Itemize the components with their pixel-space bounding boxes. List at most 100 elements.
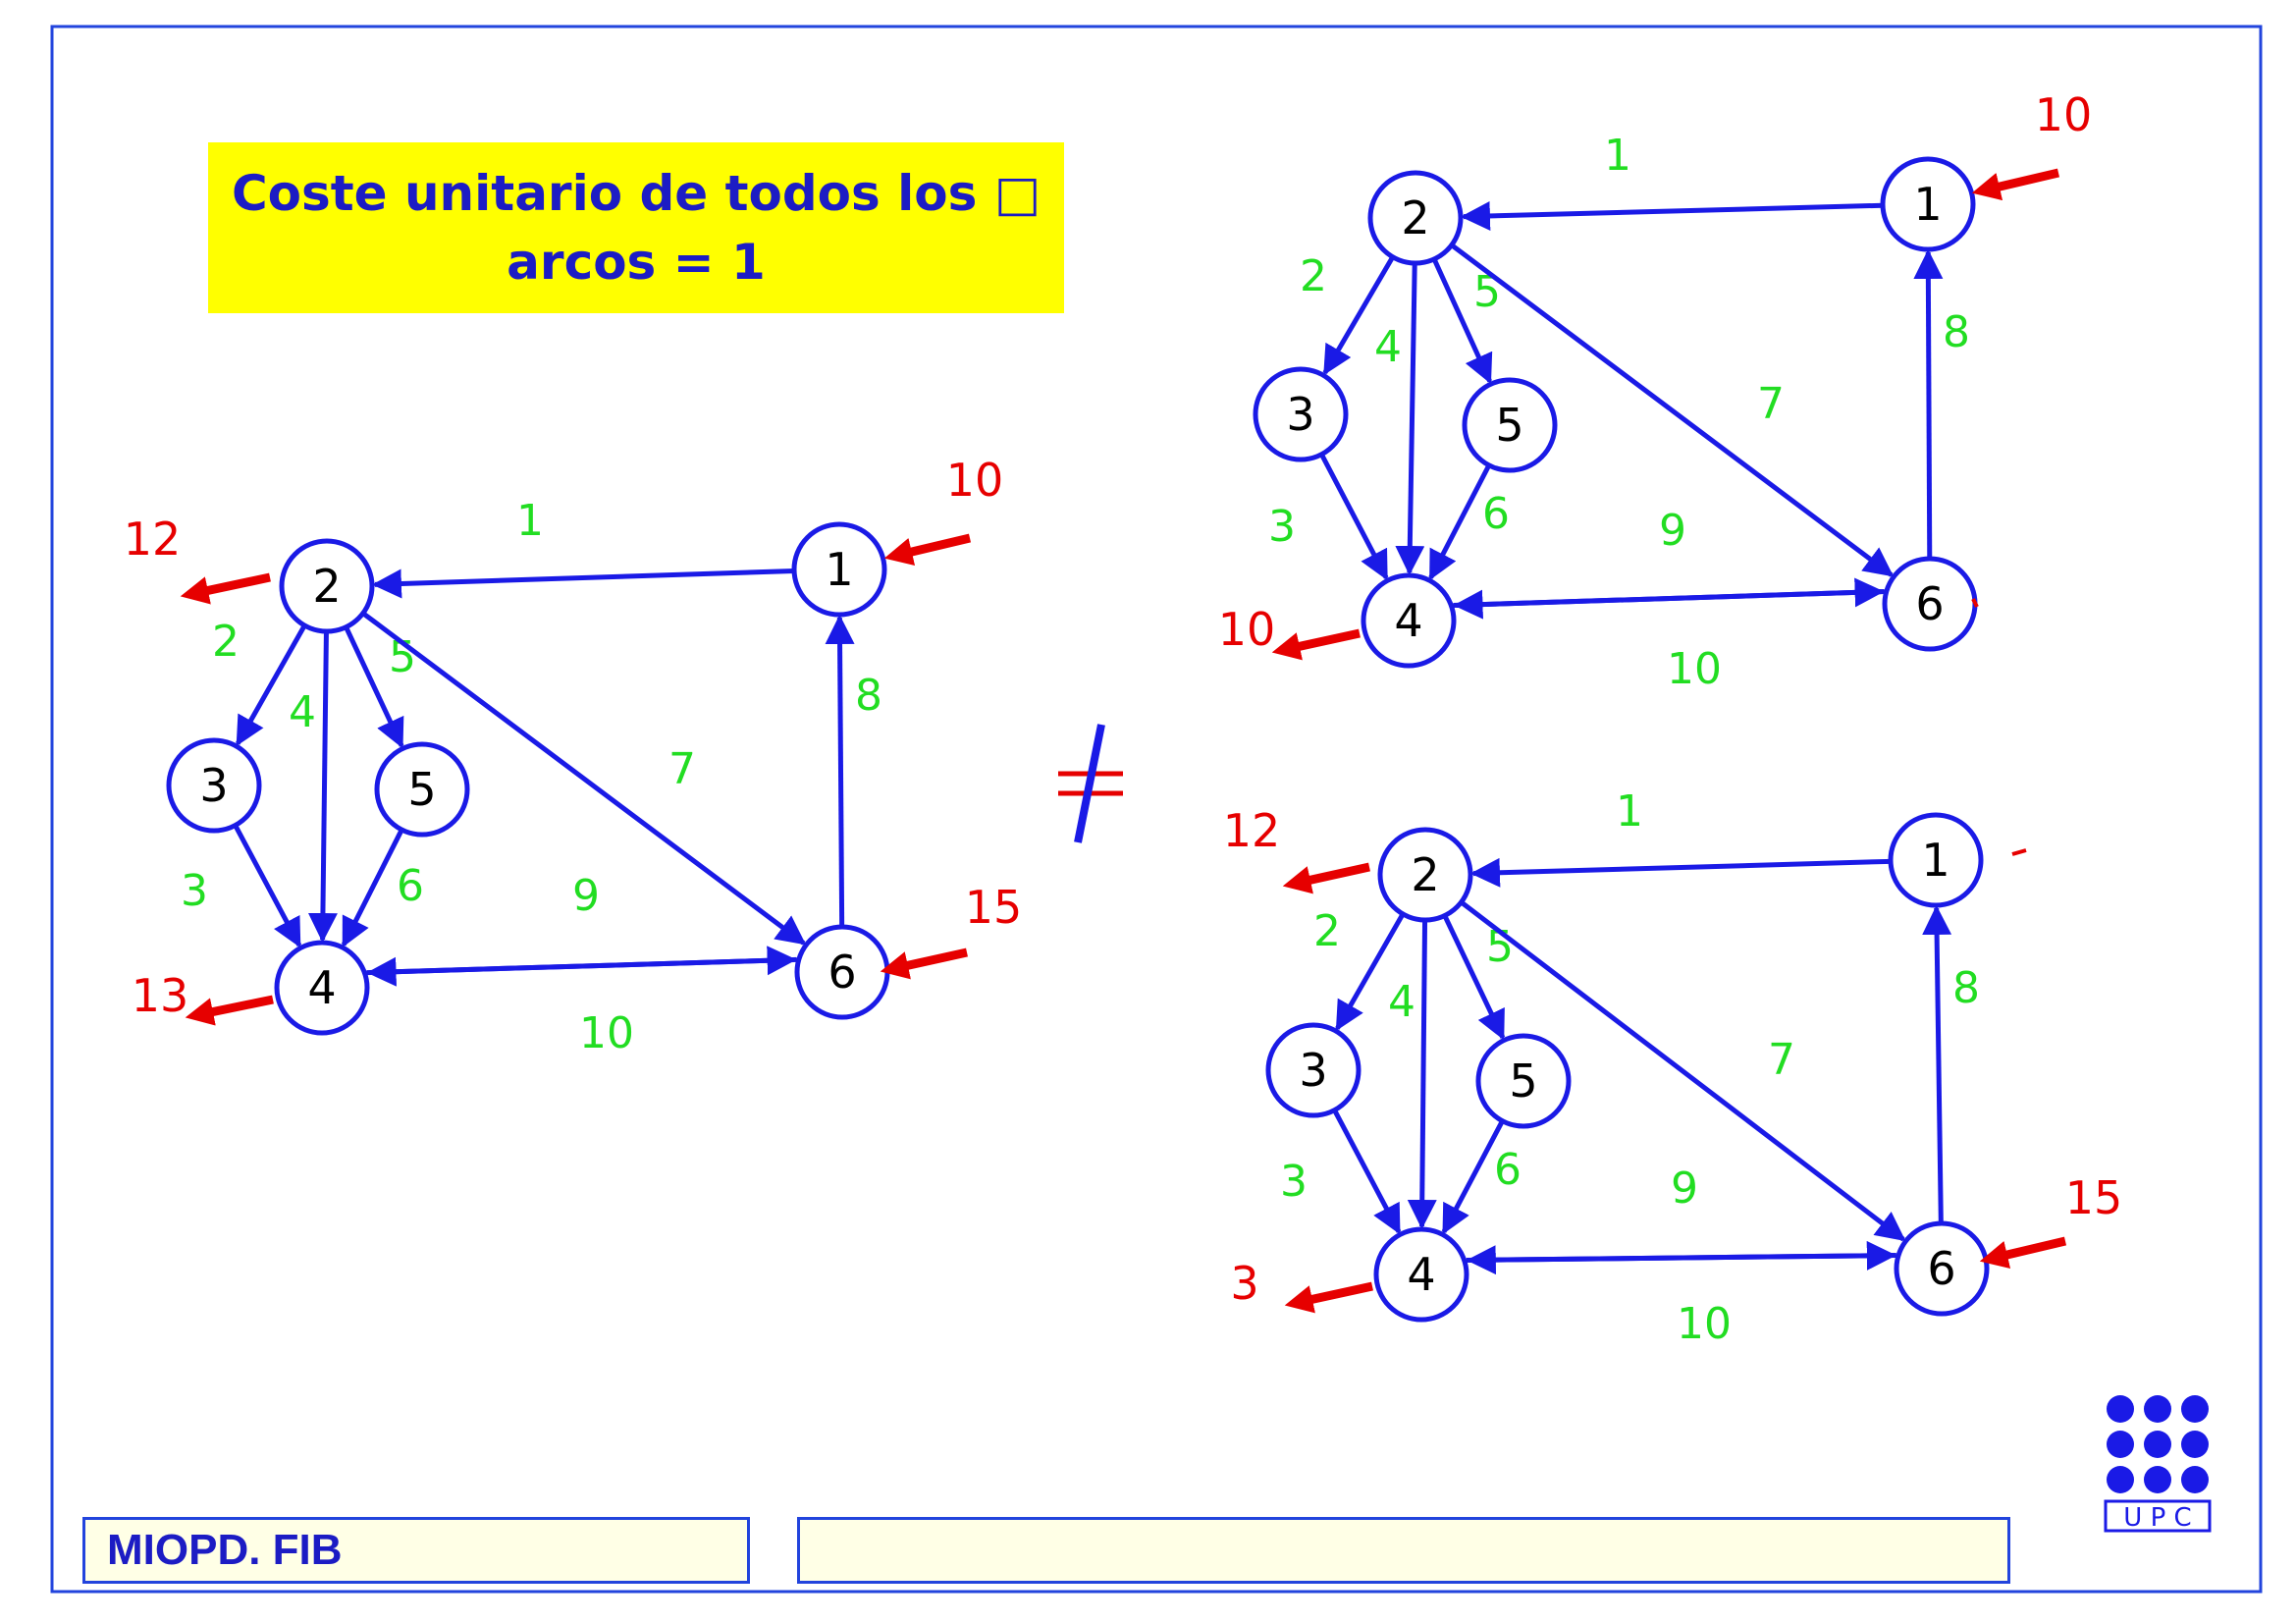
arc-2-5: [1431, 257, 1493, 385]
arc-label: 1: [516, 496, 544, 546]
flow-value: 12: [124, 513, 182, 566]
node-label: 3: [1286, 388, 1314, 441]
node-label: 1: [825, 543, 853, 596]
arc-2-4: [1395, 262, 1425, 576]
arc-label: 2: [1300, 251, 1327, 301]
arc-label: 3: [1280, 1157, 1308, 1207]
arc-label: 4: [1388, 977, 1415, 1027]
node-5: [1475, 1033, 1572, 1129]
graphs-layer: 1234567891012345610121315123456789101234…: [124, 88, 2123, 1349]
arc-5-4: [341, 828, 404, 947]
arc-5-4: [1428, 463, 1492, 581]
flow-arrow-out: [180, 572, 271, 605]
node-3: [1265, 1022, 1362, 1118]
arc-label: 4: [289, 687, 316, 737]
arc-label: 4: [1374, 322, 1402, 372]
arc-label: 1: [1616, 786, 1643, 837]
node-label: 4: [307, 961, 336, 1014]
node-2: [279, 538, 375, 634]
arc-label: 7: [1757, 379, 1785, 429]
node-label: 6: [828, 946, 856, 999]
node-4: [1361, 572, 1457, 669]
arc-1-2: [1469, 857, 1892, 888]
arc-3-4: [1319, 453, 1389, 581]
arc-1-2: [1460, 200, 1884, 231]
arc-2-6: [361, 611, 807, 946]
flow-arrow-in: [1979, 1236, 2067, 1270]
arc-2-4: [1407, 919, 1437, 1230]
arc-label: 3: [1268, 502, 1296, 552]
arc-6-4: [366, 956, 797, 987]
upc-logo-icon: U P C: [2104, 1395, 2212, 1533]
arc-label: 10: [1667, 644, 1722, 694]
arc-6-1: [1913, 248, 1944, 560]
title-line-2: arcos = 1: [507, 234, 766, 291]
arc-label: 1: [1604, 131, 1631, 181]
node-label: 6: [1915, 577, 1944, 630]
node-label: 5: [1509, 1055, 1537, 1108]
flow-arrow-out: [185, 995, 274, 1026]
node-label: 2: [1411, 848, 1439, 901]
arc-2-6: [1460, 899, 1906, 1242]
flow-value: 10: [2035, 88, 2093, 141]
arc-6-1: [1922, 904, 1952, 1224]
arc-label: 7: [1768, 1035, 1795, 1085]
arc-2-3: [1335, 912, 1406, 1032]
arc-label: 8: [855, 671, 882, 721]
arc-label: 9: [1671, 1163, 1698, 1214]
node-label: 3: [199, 759, 228, 812]
node-label: 1: [1913, 178, 1942, 231]
footer-right-box: [797, 1517, 2010, 1584]
node-2: [1367, 170, 1464, 266]
arc-label: 8: [1943, 307, 1970, 357]
flow-value: 10: [1218, 603, 1276, 656]
node-5: [1462, 377, 1558, 473]
flow-value: 15: [2065, 1171, 2123, 1224]
node-label: 2: [1401, 191, 1429, 244]
arc-1-2: [371, 568, 795, 599]
flow-value: 10: [946, 454, 1004, 507]
arc-2-5: [1442, 914, 1506, 1041]
node-label: 4: [1394, 594, 1422, 647]
arc-label: 10: [1677, 1299, 1732, 1349]
arc-2-5: [344, 625, 404, 749]
title-line-1: Coste unitario de todos los □: [231, 165, 1041, 222]
node-label: 3: [1299, 1044, 1327, 1097]
node-5: [374, 741, 470, 838]
arc-label: 6: [397, 861, 424, 911]
arc-2-6: [1450, 243, 1895, 577]
flow-value: 12: [1223, 804, 1281, 857]
slide-frame: [50, 25, 2263, 1594]
flow-arrow-out: [1282, 862, 1370, 894]
node-2: [1377, 827, 1473, 923]
arc-6-4: [1466, 1245, 1896, 1275]
flow-value: 13: [132, 969, 189, 1022]
arc-2-3: [235, 623, 307, 746]
node-label: 2: [312, 560, 341, 613]
arc-label: 3: [181, 866, 208, 916]
flow-arrow-in: [1971, 168, 2060, 201]
node-label: 5: [407, 763, 436, 816]
node-1: [1888, 812, 1984, 908]
arc-6-1: [825, 614, 855, 928]
flow-arrow-in: [883, 533, 972, 567]
arc-label: 5: [1473, 267, 1501, 317]
arc-label: 2: [1313, 906, 1341, 956]
arc-label: 7: [668, 744, 696, 794]
flow-arrow-out: [1271, 628, 1361, 661]
title-box: Coste unitario de todos los □ arcos = 1: [208, 142, 1064, 313]
node-3: [166, 737, 262, 834]
flow-arrow-in: [880, 947, 968, 980]
arc-6-4: [1453, 588, 1885, 620]
flow-value: 15: [965, 881, 1023, 934]
footer-label: MIOPD. FIB: [107, 1526, 343, 1574]
arc-label: 9: [1659, 506, 1686, 556]
arc-3-4: [1332, 1109, 1402, 1235]
flow-value: 3: [1230, 1257, 1258, 1310]
arc-label: 10: [579, 1008, 634, 1058]
